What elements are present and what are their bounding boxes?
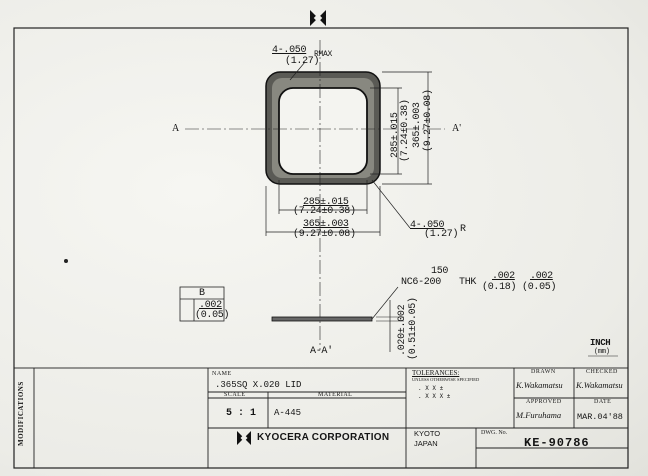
modifications-label: MODIFICATIONS <box>17 381 25 446</box>
lid-height-dim: .020±.002 <box>397 304 408 356</box>
checked-signature: K.Wakamatsu <box>576 380 623 390</box>
company-city: KYOTO <box>414 429 441 438</box>
inner-width-dim: 285±.015 <box>303 197 349 208</box>
unit-inch: INCH <box>590 338 611 348</box>
kyocera-logo-top <box>310 10 326 26</box>
approved-label: APPROVED <box>526 399 562 405</box>
outer-height-mm: (9.27±0.08) <box>423 89 434 152</box>
section-marker-left: A <box>172 123 180 134</box>
date-label: DATE <box>594 399 612 405</box>
scale-value: 5 : 1 <box>226 408 257 419</box>
name-label: NAME <box>212 371 232 377</box>
tolerances-note: UNLESS OTHERWISE SPECIFIED <box>412 377 480 382</box>
ink-dot <box>64 259 68 263</box>
flatness-2-mm: (0.05) <box>522 282 557 293</box>
section-label: A-A' <box>310 346 333 357</box>
part-name: .365SQ X.020 LID <box>215 380 302 390</box>
drawing-number-label: DWG. No. <box>481 430 508 436</box>
flatness-1: .002 <box>492 271 515 282</box>
edge-radius-mm: (1.27) <box>424 229 459 240</box>
drawn-label: DRAWN <box>531 369 556 375</box>
thickness-label: THK <box>459 277 477 288</box>
tolerance-3-place: . X X X ± <box>418 393 451 400</box>
outer-height-dim: 365±.003 <box>412 102 423 148</box>
edge-radius-suffix: R <box>460 224 466 235</box>
corner-radius-mm: (1.27) <box>285 56 320 67</box>
inner-height-mm: (7.24±0.38) <box>400 99 411 162</box>
bottom-dimensions <box>265 179 411 236</box>
callout-mm: (0.05) <box>195 310 230 321</box>
section-marker-right: A' <box>452 123 462 134</box>
drawing-number: KE-90786 <box>524 436 590 450</box>
callout-value: .002 <box>199 300 222 311</box>
flatness-1-mm: (0.18) <box>482 282 517 293</box>
material-note: NC6-200 <box>401 277 441 288</box>
company-country: JAPAN <box>414 439 438 448</box>
approved-signature: M.Furuhama <box>516 410 562 420</box>
flatness-2: .002 <box>530 271 553 282</box>
outer-width-dim: 365±.003 <box>303 219 349 230</box>
kyocera-logo-block <box>237 431 251 445</box>
datum-callout <box>179 286 225 322</box>
right-dimensions <box>370 71 432 185</box>
scale-label: SCALE <box>224 392 246 398</box>
inner-width-mm: (7.24±0.38) <box>293 206 356 217</box>
drawn-signature: K.Wakamatsu <box>516 380 563 390</box>
callout-datum: B <box>199 288 205 299</box>
thickness-value: 150 <box>431 266 449 277</box>
top-view-lid <box>265 71 381 185</box>
material-value: A-445 <box>274 408 302 418</box>
date-value: MAR.04'88 <box>577 412 623 422</box>
outer-width-mm: (9.27±0.08) <box>293 229 356 240</box>
edge-radius-dim: 4-.050 <box>410 220 445 231</box>
unit-mm: (mm) <box>594 348 610 356</box>
company-name: KYOCERA CORPORATION <box>257 432 390 443</box>
title-block-grid <box>13 367 629 469</box>
checked-label: CHECKED <box>586 369 618 375</box>
tolerances-label: TOLERANCES: <box>412 369 460 377</box>
corner-radius-suffix: RMAX <box>314 50 333 59</box>
tolerance-2-place: . X X ± <box>418 385 444 392</box>
section-view <box>271 286 404 352</box>
material-label: MATERIAL <box>318 392 353 398</box>
corner-radius-label: 4-.050 <box>272 45 307 56</box>
lid-height-mm: (0.51±0.05) <box>408 297 419 360</box>
